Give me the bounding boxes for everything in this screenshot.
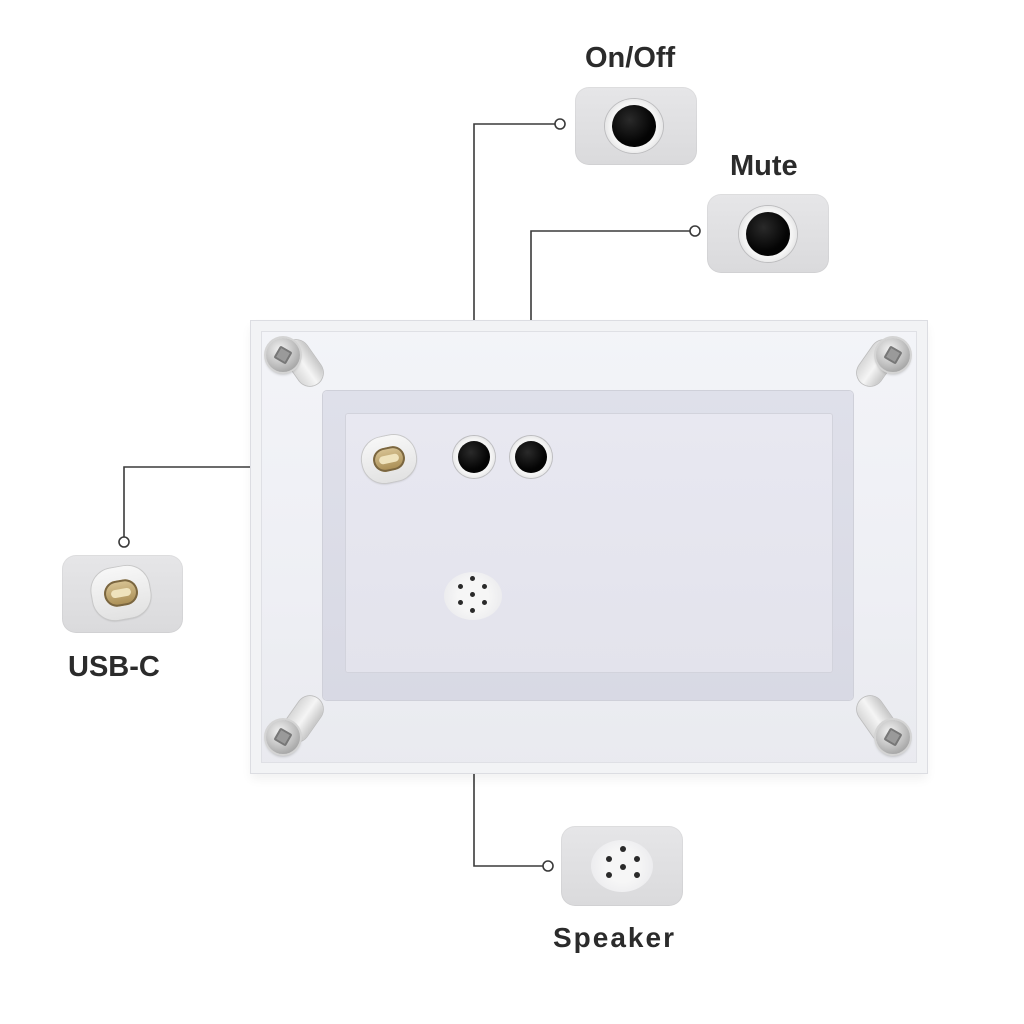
usb-c-callout	[62, 555, 183, 633]
speaker-hole	[458, 600, 463, 605]
device-speaker-grille-icon	[444, 572, 502, 620]
power-button-core	[612, 105, 656, 147]
device-power-button-core	[458, 441, 490, 473]
device-usb-c-port-opening	[370, 443, 408, 475]
device-usb-c-port-tongue	[378, 453, 400, 465]
usb-c-port-tongue	[110, 587, 132, 599]
on-off-callout	[575, 87, 697, 165]
usb-c-port-opening	[102, 577, 140, 609]
speaker-hole	[482, 584, 487, 589]
on-off-label: On/Off	[585, 42, 676, 74]
power-button-icon	[605, 99, 663, 153]
speaker-hole	[620, 846, 626, 852]
mute-button-core	[746, 212, 790, 256]
speaker-leader-dot	[542, 860, 554, 872]
back-panel-face	[345, 413, 833, 673]
speaker-hole	[634, 856, 640, 862]
speaker-hole	[482, 600, 487, 605]
screw-top-left	[266, 338, 300, 372]
usb-c-port-icon	[87, 562, 155, 624]
speaker-hole	[470, 576, 475, 581]
device-mute-button-icon[interactable]	[510, 436, 552, 478]
on-off-leader-dot	[554, 118, 566, 130]
speaker-hole	[470, 592, 475, 597]
device-mute-button-core	[515, 441, 547, 473]
speaker-grille-icon	[591, 840, 653, 892]
speaker-hole	[634, 872, 640, 878]
screw-top-right	[876, 338, 910, 372]
speaker-hole	[470, 608, 475, 613]
mute-leader-dot	[689, 225, 701, 237]
screw-bottom-right	[876, 720, 910, 754]
screw-bottom-left	[266, 720, 300, 754]
mute-label: Mute	[730, 150, 798, 182]
device-power-button-icon[interactable]	[453, 436, 495, 478]
usb-c-label: USB-C	[68, 651, 160, 683]
speaker-label: Speaker	[553, 922, 676, 953]
mute-callout	[707, 194, 829, 273]
usb-c-leader-dot	[118, 536, 130, 548]
speaker-callout	[561, 826, 683, 906]
mute-button-icon	[739, 206, 797, 262]
speaker-hole	[606, 872, 612, 878]
speaker-hole	[458, 584, 463, 589]
speaker-hole	[606, 856, 612, 862]
speaker-hole	[620, 864, 626, 870]
